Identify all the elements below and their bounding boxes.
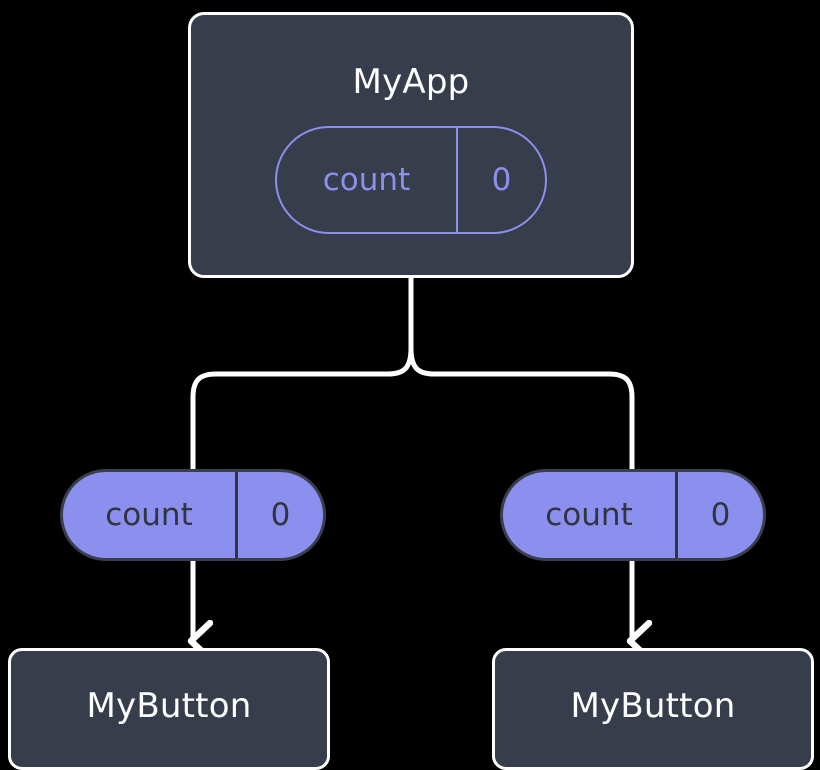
prop-pill-value: 0: [675, 472, 763, 558]
state-pill-value: 0: [456, 128, 545, 232]
wire-branch-left: [190, 345, 414, 475]
component-node-mybutton-left[interactable]: MyButton: [8, 648, 330, 770]
prop-pill-count-right[interactable]: count 0: [500, 469, 766, 561]
component-label-mybutton: MyButton: [86, 686, 252, 726]
component-label-myapp: MyApp: [352, 62, 470, 102]
prop-pill-count-left[interactable]: count 0: [60, 469, 326, 561]
state-pill-count[interactable]: count 0: [275, 126, 547, 234]
prop-pill-key: count: [105, 496, 193, 533]
prop-pill-value: 0: [235, 472, 323, 558]
component-label-mybutton: MyButton: [570, 686, 736, 726]
component-node-mybutton-right[interactable]: MyButton: [492, 648, 814, 770]
wire-branch-right: [408, 345, 635, 475]
state-pill-key: count: [322, 161, 411, 198]
prop-pill-key: count: [545, 496, 633, 533]
